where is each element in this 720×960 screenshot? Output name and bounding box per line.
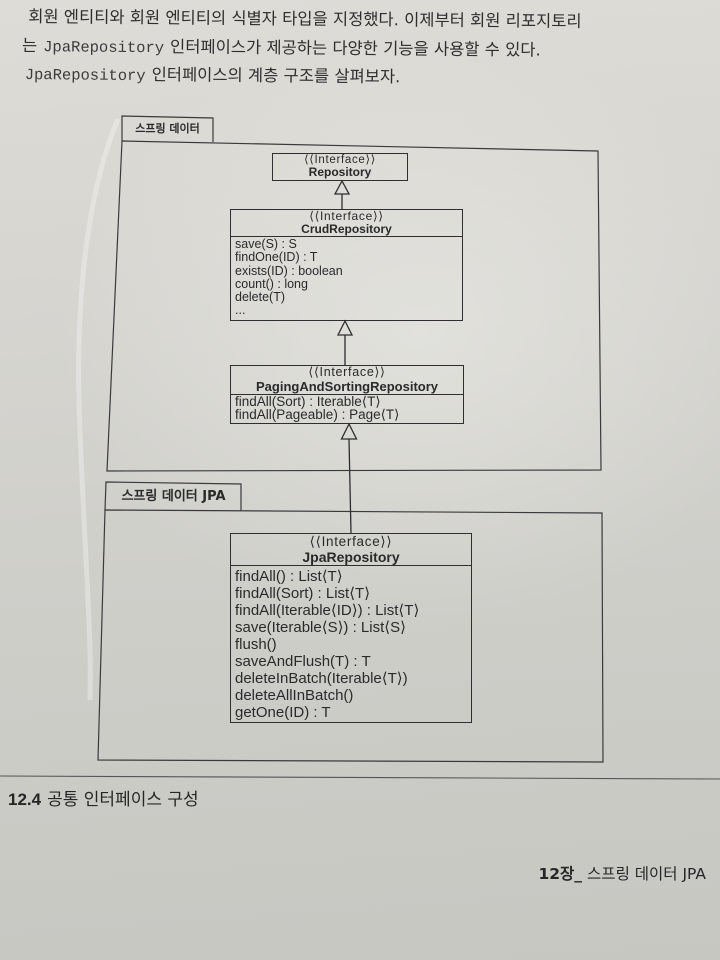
jpa-repository-method: save(Iterable⟨S⟩) : List⟨S⟩ — [235, 619, 406, 636]
package-label-spring-data-jpa: 스프링 데이터 JPA — [121, 489, 226, 504]
package-label-spring-data: 스프링 데이터 — [135, 122, 200, 135]
page-footer: 12장_스프링 데이터 JPA — [538, 864, 706, 884]
interface-stereotype: ⟨⟨Interface⟩⟩ — [309, 209, 384, 223]
crud-repository-method: exists(ID) : boolean — [235, 263, 343, 278]
interface-box-jpa-repository: ⟨⟨Interface⟩⟩ JpaRepository findAll() : … — [230, 533, 472, 723]
interface-box-paging-and-sorting-repository: ⟨⟨Interface⟩⟩ PagingAndSortingRepository… — [230, 365, 464, 424]
package-frame-spring-data — [106, 140, 602, 472]
jpa-repository-method: flush() — [235, 636, 277, 653]
interface-name: JpaRepository — [302, 549, 400, 565]
interface-name: CrudRepository — [301, 222, 392, 236]
interface-header: ⟨⟨Interface⟩⟩ JpaRepository — [231, 534, 471, 566]
interface-header: ⟨⟨Interface⟩⟩ Repository — [273, 154, 407, 179]
page-curl-highlight — [76, 118, 121, 701]
interface-header: ⟨⟨Interface⟩⟩ CrudRepository — [231, 210, 462, 237]
crud-repository-method: findOne(ID) : T — [235, 250, 318, 265]
interface-methods: save(S) : S findOne(ID) : T exists(ID) :… — [231, 237, 462, 318]
package-tab-spring-data-jpa — [104, 481, 242, 511]
generalization-arrowhead-repository — [333, 179, 351, 195]
footer-chapter: 12장_ — [538, 865, 583, 883]
jpa-repository-method: findAll(Sort) : List⟨T⟩ — [235, 585, 371, 602]
interface-header: ⟨⟨Interface⟩⟩ PagingAndSortingRepository — [231, 365, 463, 395]
interface-stereotype: ⟨⟨Interface⟩⟩ — [308, 365, 386, 379]
interface-stereotype: ⟨⟨Interface⟩⟩ — [309, 534, 393, 549]
interface-methods: findAll(Sort) : Iterable⟨T⟩ findAll(Page… — [231, 393, 463, 423]
figure-caption-rule — [0, 775, 720, 780]
generalization-arrowhead-crud-repository — [336, 319, 354, 336]
interface-box-repository: ⟨⟨Interface⟩⟩ Repository — [272, 153, 408, 181]
package-frame-spring-data-jpa — [97, 509, 604, 763]
interface-name: PagingAndSortingRepository — [256, 378, 438, 394]
interface-stereotype: ⟨⟨Interface⟩⟩ — [304, 154, 376, 166]
jpa-repository-method: saveAndFlush(T) : T — [235, 653, 371, 670]
jpa-repository-method: findAll(Iterable⟨ID⟩) : List⟨T⟩ — [235, 602, 420, 619]
figure-caption-number: 12.4 — [8, 790, 42, 809]
jpa-repository-method: findAll() : List⟨T⟩ — [235, 568, 343, 585]
jpa-repository-method: deleteAllInBatch() — [235, 687, 354, 704]
package-tab-spring-data — [121, 115, 214, 142]
interface-methods: findAll() : List⟨T⟩ findAll(Sort) : List… — [231, 566, 471, 721]
paging-repository-method: findAll(Pageable) : Page⟨T⟩ — [235, 407, 400, 423]
generalization-arrowhead-paging-repository — [340, 422, 358, 440]
generalization-line-jpa-to-paging — [348, 438, 352, 534]
jpa-repository-method: getOne(ID) : T — [235, 704, 331, 721]
interface-name: Repository — [308, 165, 372, 179]
jpa-repository-method: deleteInBatch(Iterable⟨T⟩) — [235, 670, 408, 687]
footer-title: 스프링 데이터 JPA — [587, 865, 706, 883]
crud-repository-method: delete(T) — [235, 290, 286, 305]
interface-box-crud-repository: ⟨⟨Interface⟩⟩ CrudRepository save(S) : S… — [230, 209, 463, 321]
figure-caption: 12.4 공통 인터페이스 구성 — [8, 789, 199, 811]
crud-repository-method-ellipsis: ... — [235, 303, 246, 318]
paging-repository-method: findAll(Sort) : Iterable⟨T⟩ — [235, 393, 381, 409]
crud-repository-method: save(S) : S — [235, 237, 297, 251]
crud-repository-method: count() : long — [235, 276, 308, 291]
figure-caption-title: 공통 인터페이스 구성 — [47, 790, 199, 810]
